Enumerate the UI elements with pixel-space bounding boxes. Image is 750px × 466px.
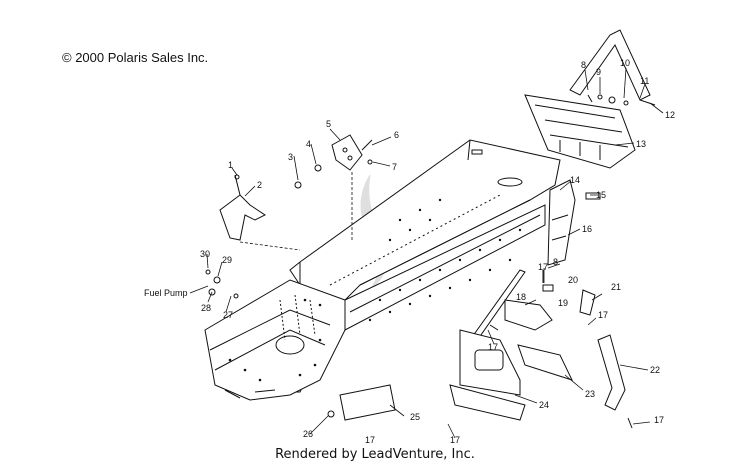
callout-19: 19 xyxy=(558,298,568,308)
hardware xyxy=(205,94,633,429)
callout-17b: 17 xyxy=(598,310,608,320)
callout-5: 5 xyxy=(326,119,331,129)
callout-28: 28 xyxy=(201,303,211,313)
callout-29: 29 xyxy=(222,255,232,265)
leader-lines xyxy=(189,67,664,439)
callout-21: 21 xyxy=(611,282,621,292)
part-21 xyxy=(579,289,596,316)
callout-20: 20 xyxy=(568,275,578,285)
part-22 xyxy=(597,334,626,411)
callout-2: 2 xyxy=(257,180,262,190)
copyright-text: © 2000 Polaris Sales Inc. xyxy=(62,50,209,65)
callout-13: 13 xyxy=(636,139,646,149)
bracket-19 xyxy=(504,299,553,331)
callout-30: 30 xyxy=(200,249,210,259)
callout-9: 9 xyxy=(596,67,601,77)
callout-24: 24 xyxy=(539,400,549,410)
callout-1: 1 xyxy=(228,160,233,170)
callout-6: 6 xyxy=(394,130,399,140)
callout-26: 26 xyxy=(303,429,313,439)
callout-23: 23 xyxy=(585,389,595,399)
callout-3: 3 xyxy=(288,152,293,162)
footer-credit: Rendered by LeadVenture, Inc. xyxy=(275,447,475,462)
bracket-2 xyxy=(219,194,266,241)
callout-11: 11 xyxy=(640,76,649,86)
part-23 xyxy=(517,344,573,381)
callout-22: 22 xyxy=(650,365,660,375)
callout-17c: 17 xyxy=(488,342,498,352)
callout-25: 25 xyxy=(410,412,420,422)
callout-8: 8 xyxy=(581,60,586,70)
callout-labels: 1 2 3 4 5 6 7 8 9 10 11 12 13 14 15 16 1… xyxy=(144,58,675,445)
part-15 xyxy=(585,192,601,200)
fuel-pump-label: Fuel Pump xyxy=(144,288,188,298)
callout-7: 7 xyxy=(392,162,397,172)
front-bulkhead xyxy=(204,279,346,401)
callout-27: 27 xyxy=(223,310,233,320)
callout-17d: 17 xyxy=(365,435,375,445)
callout-15: 15 xyxy=(596,190,606,200)
callout-17f: 17 xyxy=(654,415,664,425)
callout-12: 12 xyxy=(665,110,675,120)
callout-8b: 8 xyxy=(553,257,558,267)
plate-25 xyxy=(339,384,396,421)
part-20 xyxy=(542,284,554,292)
rear-flap-13 xyxy=(524,94,636,169)
callout-17e: 17 xyxy=(450,435,460,445)
callout-10: 10 xyxy=(620,58,630,68)
side-piece-16 xyxy=(547,179,576,266)
bracket-5 xyxy=(331,134,363,171)
callout-16: 16 xyxy=(582,224,592,234)
callout-18: 18 xyxy=(516,292,526,302)
callout-17a: 17 xyxy=(538,262,548,272)
callout-4: 4 xyxy=(306,139,311,149)
footrest-24 xyxy=(449,329,526,421)
callout-14: 14 xyxy=(570,175,580,185)
